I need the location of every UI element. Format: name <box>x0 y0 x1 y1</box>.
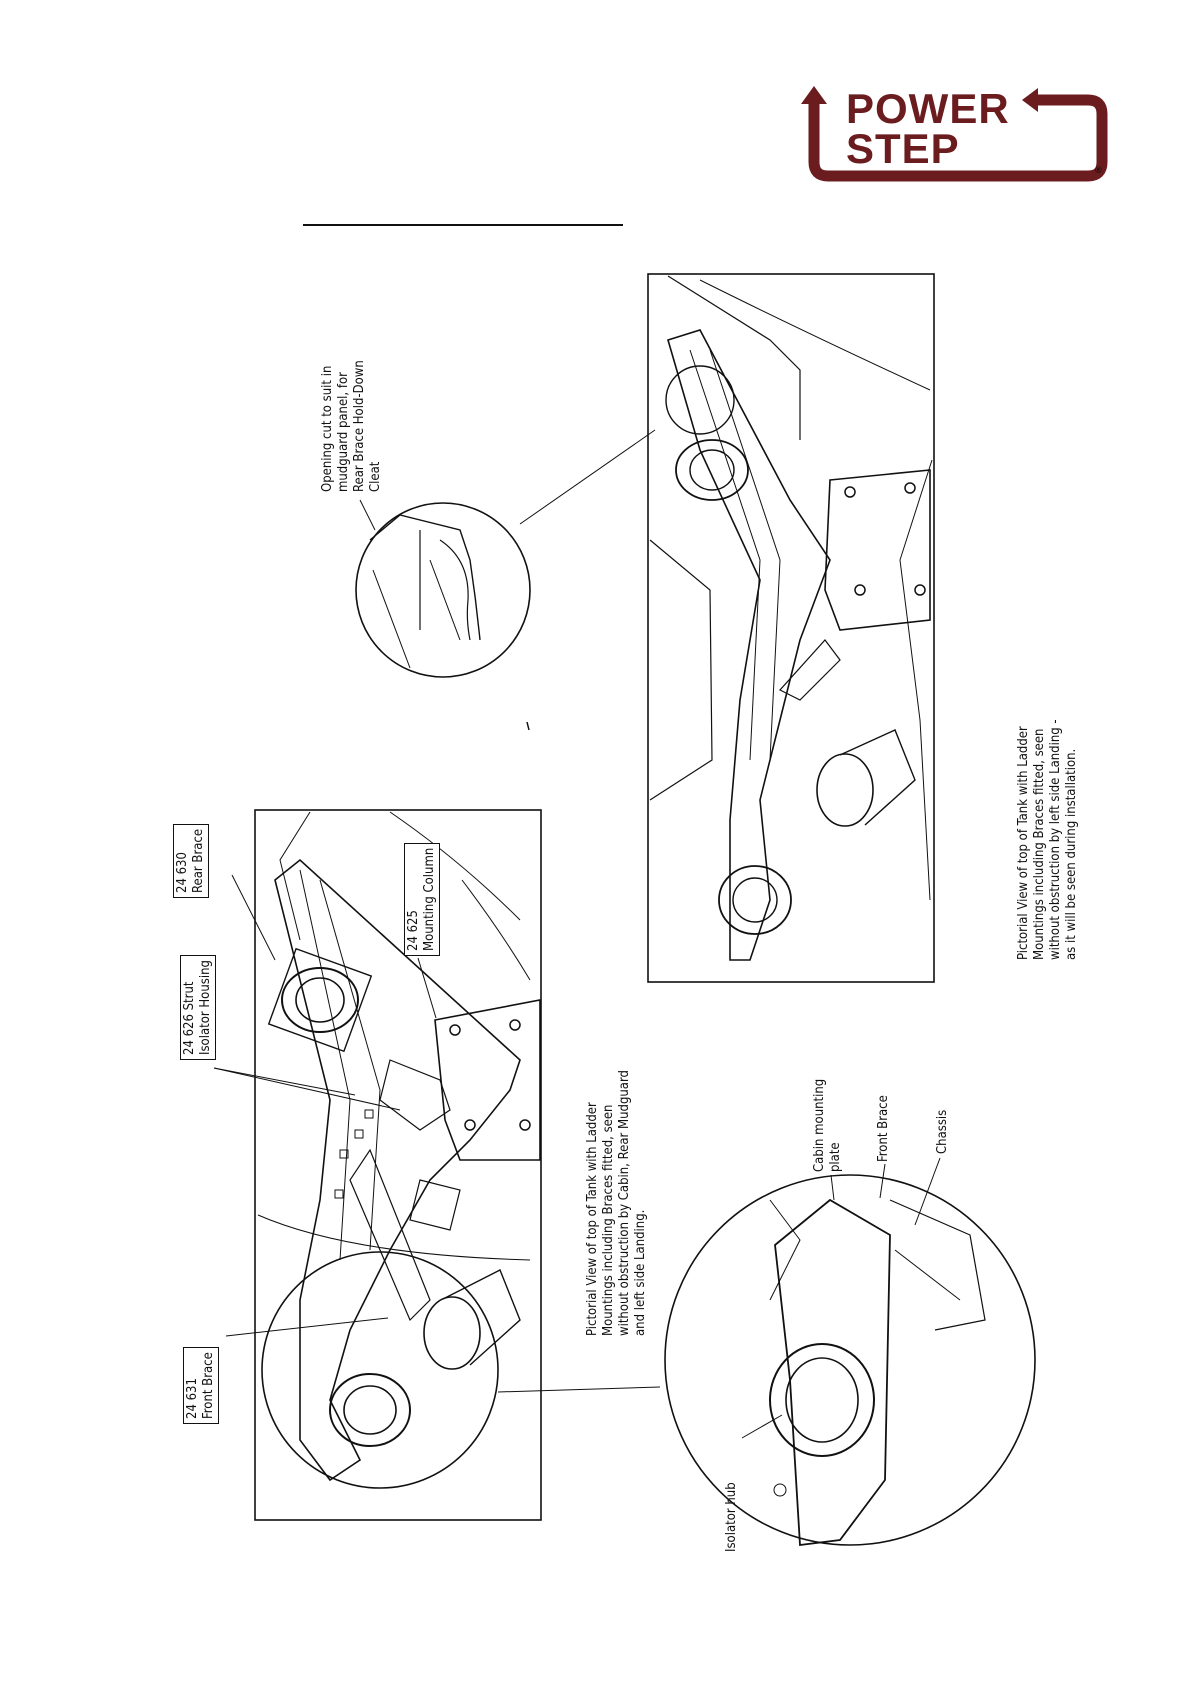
right-view-frame <box>647 273 935 983</box>
logo-power-text: POWER <box>846 85 1010 132</box>
left-view-frame <box>254 809 542 1521</box>
front-brace-callout: Front Brace <box>876 1095 891 1162</box>
mudguard-detail-circle <box>355 502 531 678</box>
title-underline <box>303 224 623 226</box>
chassis-callout: Chassis <box>935 1109 950 1154</box>
logo-registered-mark: ® <box>1095 165 1103 175</box>
isolator-hub-callout: Isolator hub <box>724 1482 739 1552</box>
left-view-caption: Pictorial View of top of Tank with Ladde… <box>585 1070 648 1336</box>
left-detail-circle <box>261 1251 499 1489</box>
logo-step-text: STEP <box>846 125 960 172</box>
bottom-detail-circle <box>664 1174 1036 1546</box>
right-view-caption: Pictorial View of top of Tank with Ladde… <box>1016 719 1079 960</box>
